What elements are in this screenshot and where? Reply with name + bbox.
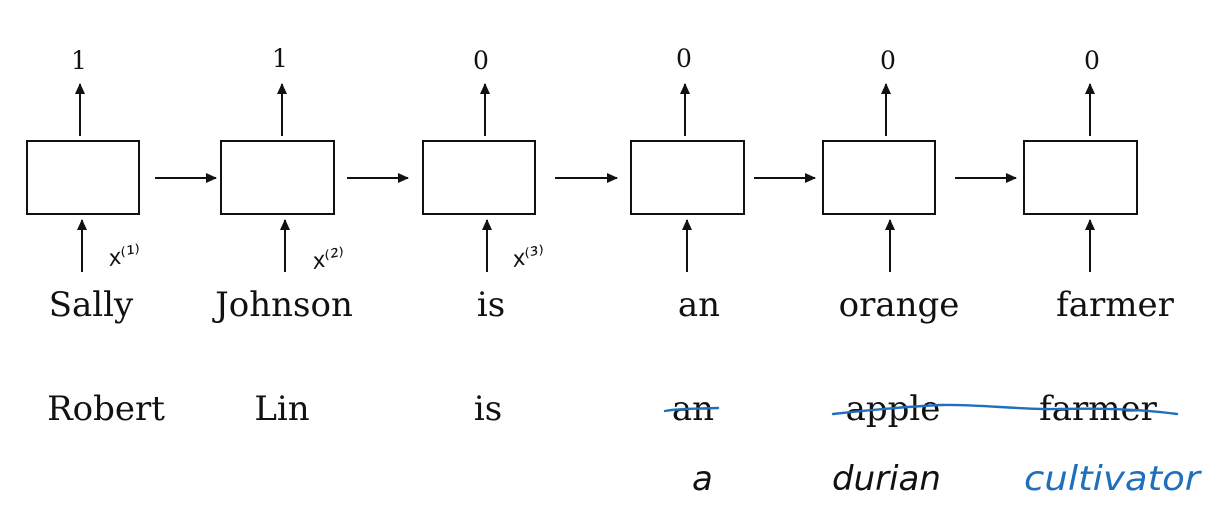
rnn-cell-1 (26, 140, 140, 215)
output-label-2: 1 (272, 44, 288, 73)
word-is-2: is (474, 389, 502, 429)
input-label-1: x⁽¹⁾ (105, 241, 143, 272)
replacement-durian: durian (832, 459, 941, 499)
word-is-1: is (477, 285, 505, 325)
strikethrough-an (663, 406, 720, 413)
output-label-4: 0 (676, 44, 692, 73)
output-label-3: 0 (473, 46, 489, 75)
word-lin: Lin (254, 389, 309, 429)
word-johnson: Johnson (212, 285, 353, 325)
rnn-cell-4 (630, 140, 745, 215)
word-robert: Robert (47, 389, 165, 429)
word-sally: Sally (49, 285, 134, 325)
rnn-cell-5 (822, 140, 936, 215)
rnn-cell-2 (220, 140, 335, 215)
output-label-6: 0 (1084, 46, 1100, 75)
replacement-a: a (692, 459, 713, 499)
word-orange: orange (839, 285, 960, 325)
rnn-cell-3 (422, 140, 536, 215)
output-label-1: 1 (71, 46, 87, 75)
input-label-3: x⁽³⁾ (509, 242, 547, 273)
replacement-cultivator: cultivator (1024, 459, 1202, 499)
rnn-cell-6 (1023, 140, 1138, 215)
input-label-2: x⁽²⁾ (309, 244, 347, 275)
word-an-1: an (678, 285, 720, 325)
word-farmer-1: farmer (1056, 285, 1174, 325)
strikethrough-apple-farmer (831, 403, 1179, 416)
output-label-5: 0 (880, 46, 896, 75)
